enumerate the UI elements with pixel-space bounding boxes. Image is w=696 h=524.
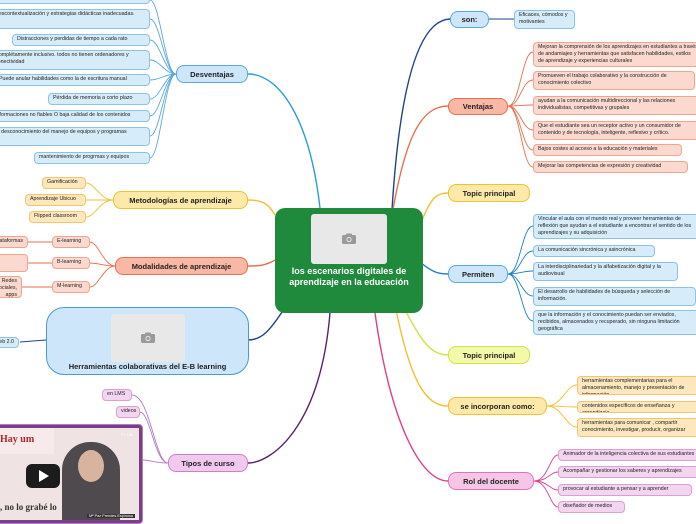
camera-icon (141, 332, 155, 343)
modalidad-sub[interactable] (0, 254, 28, 272)
tipo-item[interactable]: videos (116, 406, 140, 418)
desventaja-item[interactable]: El desconocimiento del manejo de equipos… (0, 127, 150, 146)
ventaja-item[interactable]: Mejorar las competencias de expresión y … (533, 161, 688, 173)
rol-topic[interactable]: Rol del docente (448, 472, 534, 490)
rol-item[interactable]: diseñador de medios (558, 501, 625, 513)
web20-node[interactable]: Web 2.0 (0, 337, 19, 348)
video-caption: sí, no lo grabé lo (0, 502, 57, 512)
desventaja-item[interactable] (0, 0, 150, 4)
metodologia-item[interactable]: Flipped classroom (29, 211, 86, 223)
modalidades-topic[interactable]: Modalidades de aprendizaje (115, 257, 248, 275)
desventajas-label: Desventajas (190, 69, 234, 79)
permiten-item[interactable]: La interdisciplinariedad y la alfabetiza… (533, 262, 678, 281)
topic-principal-2[interactable]: Topic principal (448, 346, 530, 364)
son-label: son: (461, 15, 478, 24)
central-title: los escenarios digitales de aprendizaje … (289, 266, 409, 288)
ventaja-item[interactable]: Que el estudiante sea un receptor activo… (533, 121, 696, 140)
ventajas-topic[interactable]: Ventajas (448, 98, 508, 115)
ventaja-item[interactable]: Bajos costes al acceso a la educación y … (533, 144, 682, 156)
permiten-item[interactable]: que la información y el conocimiento pue… (533, 310, 696, 335)
herramientas-label: Herramientas colaborativas del E-B learn… (68, 362, 227, 371)
son-item[interactable]: Eficaces, cómodos y motivantes (514, 10, 575, 29)
rol-item[interactable]: Animador de la inteligencia colectiva de… (558, 449, 696, 461)
permiten-item[interactable]: Vincular el aula con el mundo real y pro… (533, 214, 696, 239)
metodologia-item[interactable]: Aprendizaje Ubicuo (25, 194, 86, 206)
video-logo: TV UM (120, 432, 133, 437)
rol-item[interactable]: Acompañar y gestionar los saberes y apre… (558, 466, 696, 478)
incorporan-label: se incorporan como: (460, 401, 535, 411)
herramientas-topic[interactable]: Herramientas colaborativas del E-B learn… (46, 307, 249, 375)
video-thumbnail[interactable]: Hay um TV UM sí, no lo grabé lo Mª Paz P… (0, 424, 143, 524)
ventaja-item[interactable]: Mejoran la comprensión de los aprendizaj… (533, 42, 696, 67)
incorporan-item[interactable]: herramientas complementarias para el alm… (577, 376, 696, 395)
permiten-topic[interactable]: Permiten (448, 265, 508, 283)
link-son (391, 18, 451, 211)
link-rol (374, 312, 449, 482)
camera-icon (342, 233, 356, 244)
desventaja-item[interactable]: Distracciones y perdidas de tiempo a cad… (12, 34, 150, 46)
link-ventajas (391, 105, 449, 216)
topic-label: Topic principal (462, 350, 516, 360)
link-incorporan (394, 304, 449, 407)
video-credit: Mª Paz Prendes Espinosa (86, 514, 135, 518)
incorporan-item[interactable]: contenidos específicos de enseñanza y ap… (577, 401, 696, 413)
desventaja-item[interactable]: Informaciones no fiables O baja calidad … (0, 110, 150, 122)
rol-item[interactable]: provocar al estudiante a pensar y a apre… (558, 484, 692, 496)
modalidad-item[interactable]: B-learning (52, 257, 90, 269)
permiten-item[interactable]: El desarrollo de habilidades de búsqueda… (533, 287, 696, 306)
modalidad-sub[interactable]: Redes sociales, apps (0, 276, 22, 298)
link-topic1 (419, 192, 449, 226)
link-desventajas (247, 73, 321, 209)
link-metodologias (247, 199, 276, 216)
desventaja-item[interactable]: Pérdida de memoria a corto plazo (48, 93, 150, 105)
image-placeholder (111, 314, 185, 362)
play-icon[interactable] (26, 464, 60, 488)
incorporan-topic[interactable]: se incorporan como: (448, 397, 547, 415)
link-modalidades (247, 259, 276, 267)
video-brand: Hay um (0, 434, 35, 445)
metodologia-item[interactable]: Gamificación (42, 177, 86, 189)
modalidad-sub[interactable]: Plataformas (0, 236, 28, 248)
permiten-item[interactable]: La comunicación sincrónica y asincrónica (533, 245, 655, 257)
link-herramientas (247, 311, 283, 341)
video-banner (0, 428, 54, 454)
central-topic[interactable]: los escenarios digitales de aprendizaje … (275, 208, 423, 313)
presenter-face (78, 450, 104, 482)
modalidad-item[interactable]: M-learning (52, 281, 90, 293)
desventaja-item[interactable]: Puede anular habilidades como la de escr… (0, 74, 150, 86)
topic-label: Topic principal (462, 188, 516, 198)
permiten-label: Permiten (461, 269, 495, 279)
image-placeholder (311, 214, 387, 264)
desventajas-topic[interactable]: Desventajas (176, 65, 248, 83)
ventajas-label: Ventajas (462, 102, 494, 111)
son-topic[interactable]: son: (450, 11, 489, 28)
video-screen: Hay um TV UM sí, no lo grabé lo Mª Paz P… (0, 428, 139, 520)
ventaja-item[interactable]: ayudan a la comunicación multidirecciona… (533, 96, 696, 115)
tipo-item[interactable]: en LMS (102, 389, 132, 401)
desventaja-item[interactable]: Descontextualización y estrategias didác… (0, 9, 150, 29)
link-permiten (419, 261, 449, 275)
topic-principal-1[interactable]: Topic principal (448, 184, 530, 202)
tipos-topic[interactable]: Tipos de curso (168, 454, 248, 472)
metodologias-topic[interactable]: Metodologías de aprendizaje (113, 191, 248, 209)
desventaja-item[interactable]: Complétamente inclusivo. todos no tienen… (0, 50, 150, 70)
incorporan-item[interactable]: herramientas para comunicar , compartir … (577, 418, 696, 437)
metodologias-label: Metodologías de aprendizaje (129, 195, 232, 205)
rol-label: Rol del docente (463, 476, 519, 486)
ventaja-item[interactable]: Promueven el trabajo colaborativo y la c… (533, 71, 695, 90)
tipos-label: Tipos de curso (181, 458, 235, 468)
link-tipos (247, 312, 331, 464)
desventaja-item[interactable]: mantenimiento de progrmas y equipos (34, 152, 150, 164)
modalidades-label: Modalidades de aprendizaje (131, 261, 232, 271)
modalidad-item[interactable]: E-learning (52, 236, 90, 248)
